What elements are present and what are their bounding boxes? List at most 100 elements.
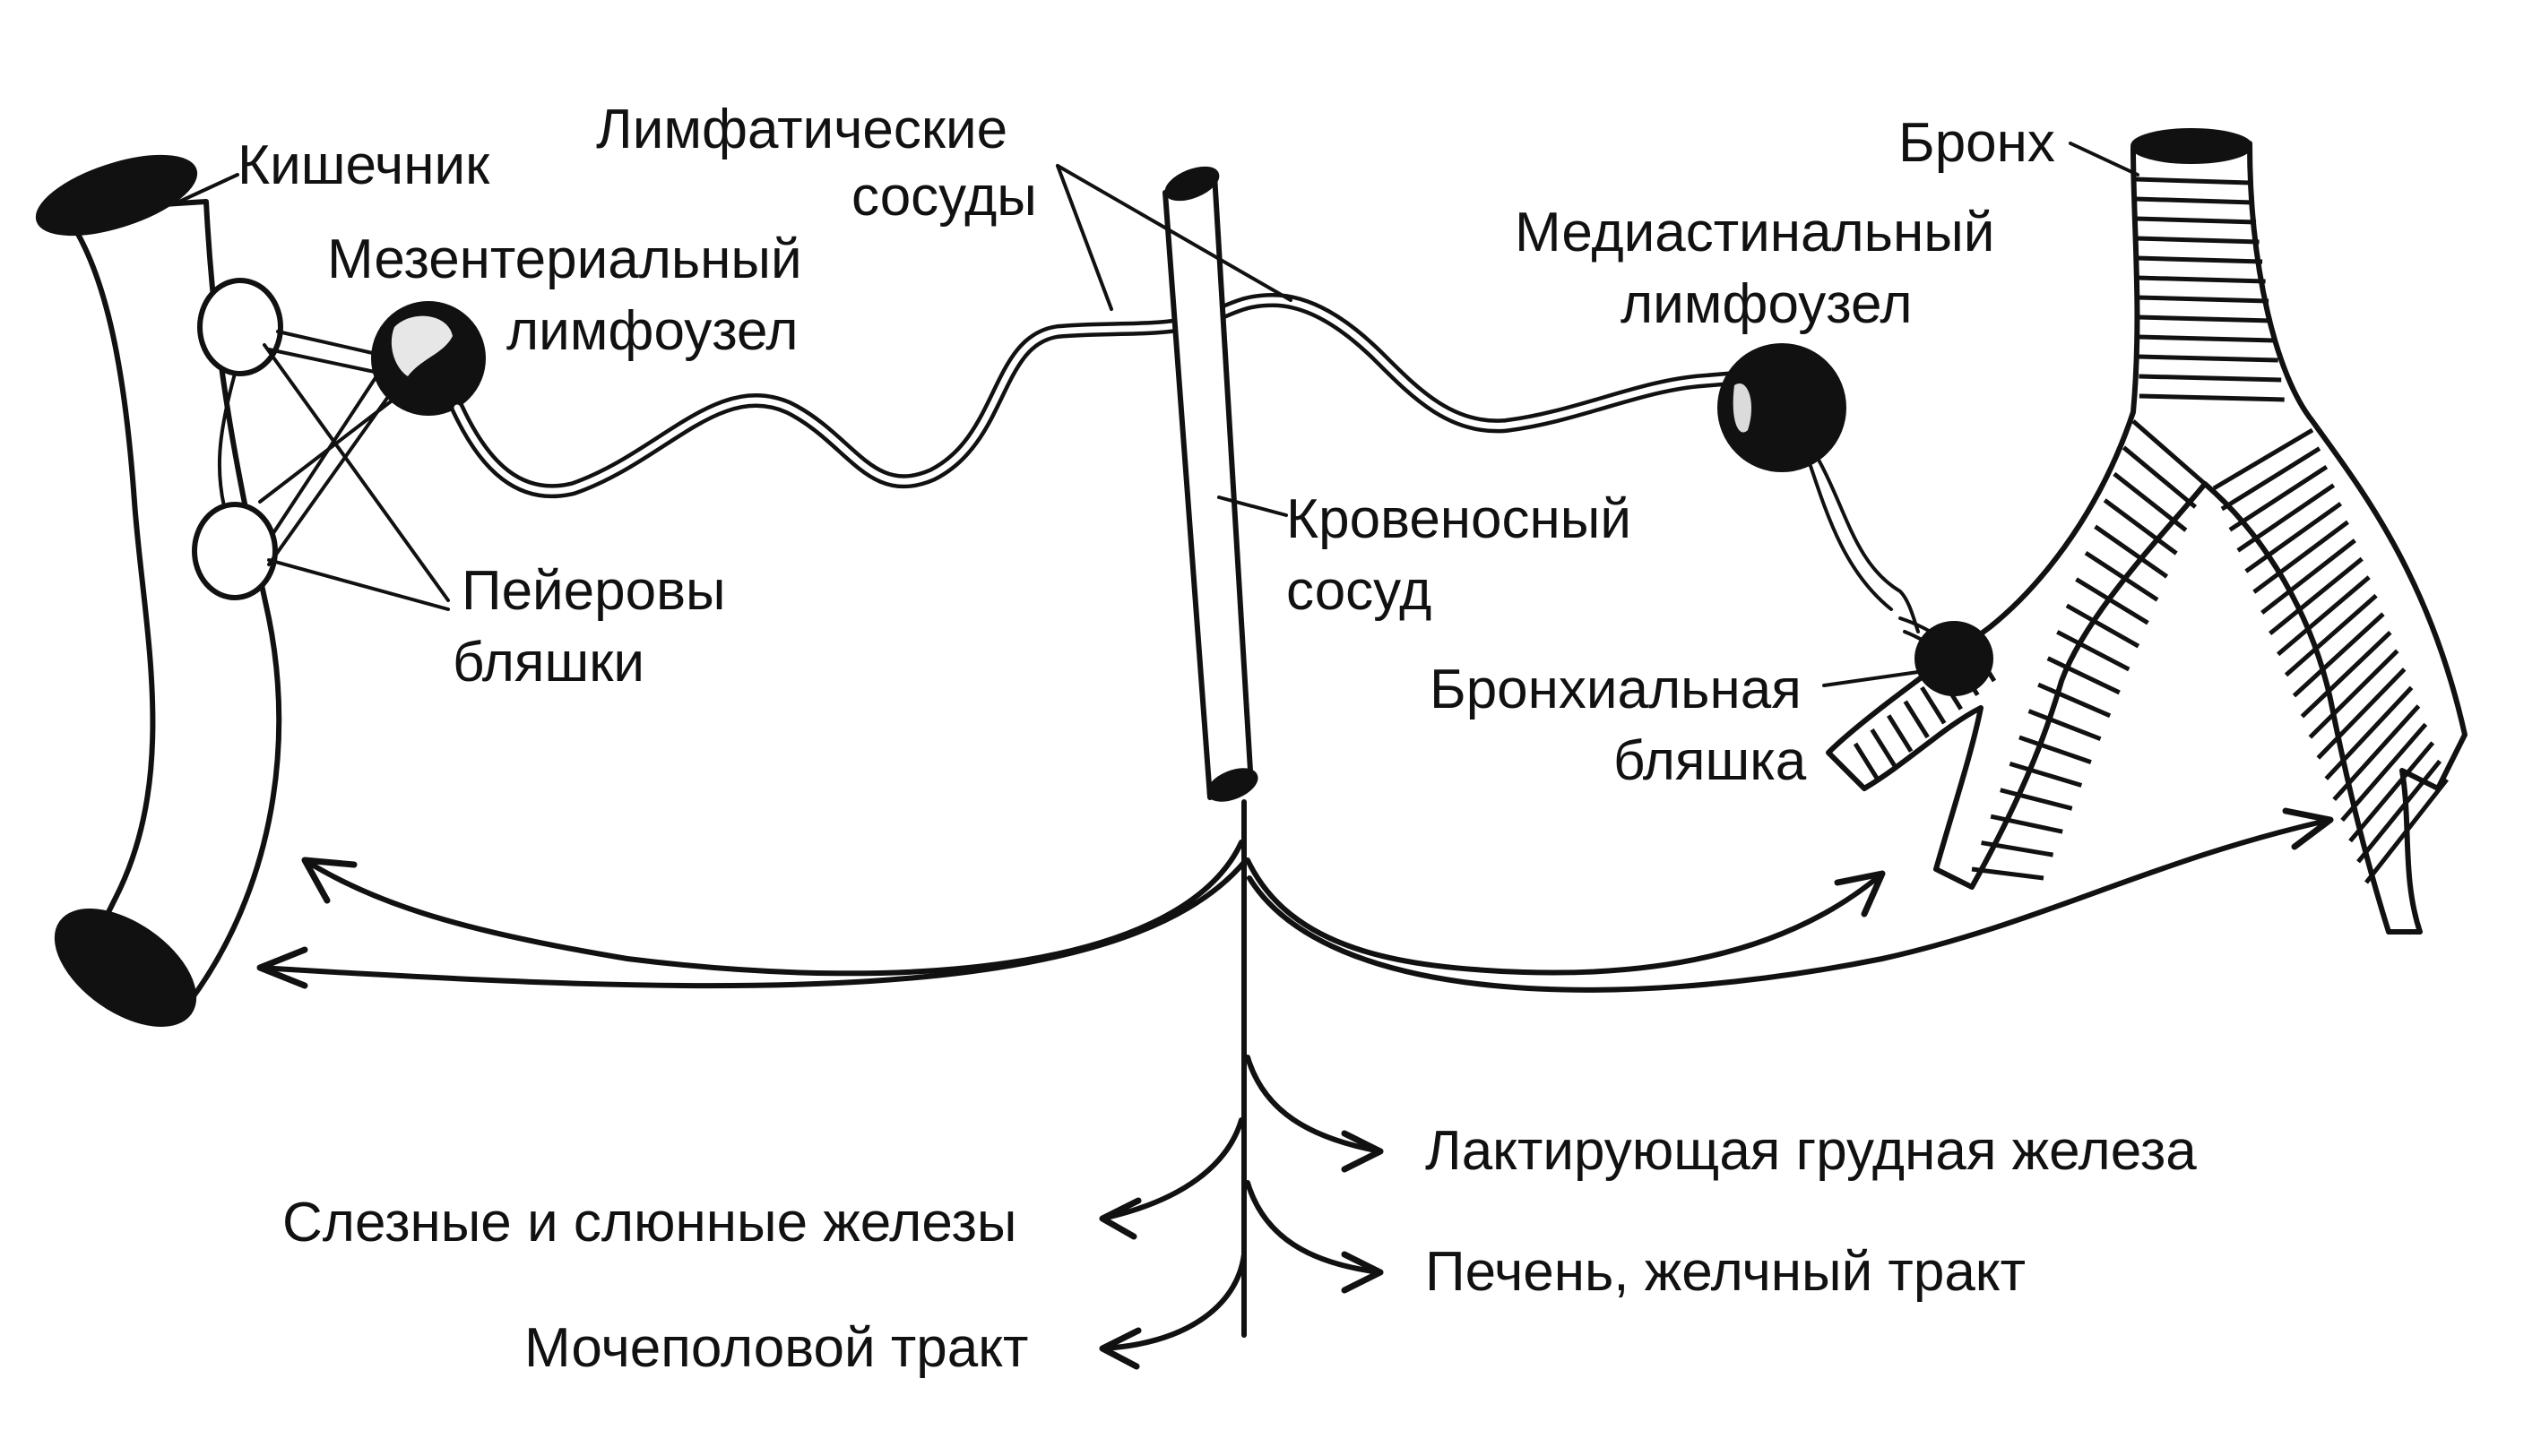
mediastinal-node-circle [1717, 343, 1846, 472]
mediastinal-to-plaque-line [1818, 460, 1920, 633]
peyers-patches [192, 278, 283, 600]
mediastinal-node-highlight [1733, 383, 1752, 433]
bronchus-ring [1887, 714, 1914, 753]
bronchus-ring [2056, 630, 2130, 672]
arrowhead [1341, 1251, 1384, 1294]
bronchus-ring [1971, 866, 2044, 881]
bronchus-ring [2134, 177, 2251, 185]
bronchus-ring [2137, 295, 2269, 304]
arrowhead [1099, 1327, 1142, 1370]
intestine-top-opening [35, 154, 198, 237]
leader-bronchus [2069, 142, 2139, 177]
label-mesenteric-1: Мезентериальный [327, 228, 802, 290]
blood-vessel-bottom-opening [1206, 768, 1258, 802]
bronchus-ring [2075, 577, 2149, 625]
patch-to-node-line [276, 330, 378, 356]
mesenteric-lymph-node [258, 301, 486, 566]
peyers-patch-upper [197, 278, 283, 376]
bronchus-ring [2139, 374, 2282, 383]
bronchus-ring [2122, 445, 2198, 509]
label-urogenital: Мочеполовой тракт [524, 1317, 1028, 1379]
distribution-arrows [256, 799, 2334, 1370]
bronchus-ring [2027, 709, 2102, 742]
bronchus-ring [2212, 427, 2314, 491]
bronchus-ring [2252, 520, 2349, 594]
bronchus-ring [2065, 603, 2140, 649]
bronchus-ring [2236, 483, 2336, 553]
bronchus-ring [2084, 550, 2159, 602]
label-peyer-1: Пейеровы [462, 560, 726, 622]
bronchus-ring [2276, 575, 2371, 657]
label-mediastinal-2: лимфоузел [1621, 273, 1913, 335]
leader-lines [177, 142, 2139, 687]
branch-urogenital [1100, 1252, 1247, 1351]
mediastinal-lymph-node [1717, 343, 1920, 633]
label-lactating: Лактирующая грудная железа [1425, 1120, 2197, 1182]
arrowhead [1341, 1130, 1384, 1173]
bronchus-ring [2000, 788, 2073, 811]
bronchus-ring [1990, 814, 2063, 834]
bronchus-ring [2136, 236, 2260, 245]
labels: Кишечник Лимфатические сосуды Бронх Мезе… [238, 99, 2197, 1379]
bronchus-ring [1870, 728, 1897, 767]
blood-vessel [1162, 166, 1258, 802]
bronchus-ring [2244, 502, 2343, 573]
label-bronchus: Бронх [1898, 112, 2055, 174]
bronchus-ring [2356, 759, 2442, 864]
leader-peyer [267, 558, 450, 611]
bronchus-ring [2138, 334, 2276, 343]
curve-to-intestine-upper [302, 840, 1244, 977]
label-intestine: Кишечник [238, 134, 490, 196]
arrowhead [256, 946, 308, 989]
patch-to-node-line [258, 397, 396, 504]
arrowhead [1099, 1197, 1142, 1240]
curve-to-bronchi-left [1245, 857, 1885, 976]
bronchus-ring [2138, 354, 2278, 363]
bronchus-ring [2220, 446, 2321, 512]
bronchus-ring [2135, 196, 2253, 205]
bronchus-ring [2340, 722, 2428, 823]
label-bronchial-2: бляшка [1613, 730, 1807, 792]
label-blood-vessel-1: Кровеносный [1286, 488, 1631, 550]
bronchus-ring [2136, 255, 2263, 264]
leader-blood-vessel [1217, 495, 1288, 517]
lymph-vessel-lumen [454, 297, 1760, 495]
leader-intestine [177, 173, 239, 203]
patch-to-node-line [267, 392, 392, 566]
bronchus-ring [2139, 393, 2285, 402]
branch-lacrimal [1100, 1117, 1244, 1221]
arrowhead [2282, 807, 2334, 850]
bronchus-ring [2138, 314, 2272, 323]
mediastinal-to-plaque-line [1809, 464, 1893, 611]
bronchus-ring [1920, 685, 1947, 725]
bronchus-ring [2308, 649, 2399, 739]
bronchus-ring [2260, 538, 2356, 615]
arrowhead [1834, 870, 1886, 918]
label-peyer-2: бляшки [453, 632, 644, 694]
bronchus-top-opening [2130, 128, 2252, 164]
bronchus-ring [2009, 761, 2083, 788]
bronchus-ring [1853, 742, 1880, 781]
leader-bronchial-plaque [1822, 670, 1920, 687]
arrowhead [301, 857, 358, 904]
bronchus-ring [2364, 778, 2449, 884]
bronchus-ring [2292, 612, 2385, 698]
branch-liver [1245, 1180, 1383, 1275]
label-mediastinal-1: Медиастинальный [1515, 202, 1994, 263]
bronchus-ring [2300, 630, 2392, 719]
label-bronchial-1: Бронхиальная [1430, 659, 1802, 720]
patch-to-node-line [267, 348, 376, 374]
bronchus-ring [2316, 668, 2407, 760]
bronchus-ring [2137, 275, 2266, 284]
bronchial-plaque-shape [1914, 621, 1993, 696]
bronchial-plaque [1898, 616, 1993, 696]
bronchus-ring [2113, 471, 2188, 532]
bronchus-rings [1853, 177, 2449, 884]
patch-link [217, 372, 237, 508]
bronchus-ring [2269, 556, 2364, 636]
bronchus-ring [2103, 498, 2178, 556]
label-lymph-vessels-2: сосуды [851, 166, 1037, 228]
bronchus-ring [2018, 735, 2092, 764]
bronchial-plaque-strands [1898, 616, 1956, 647]
